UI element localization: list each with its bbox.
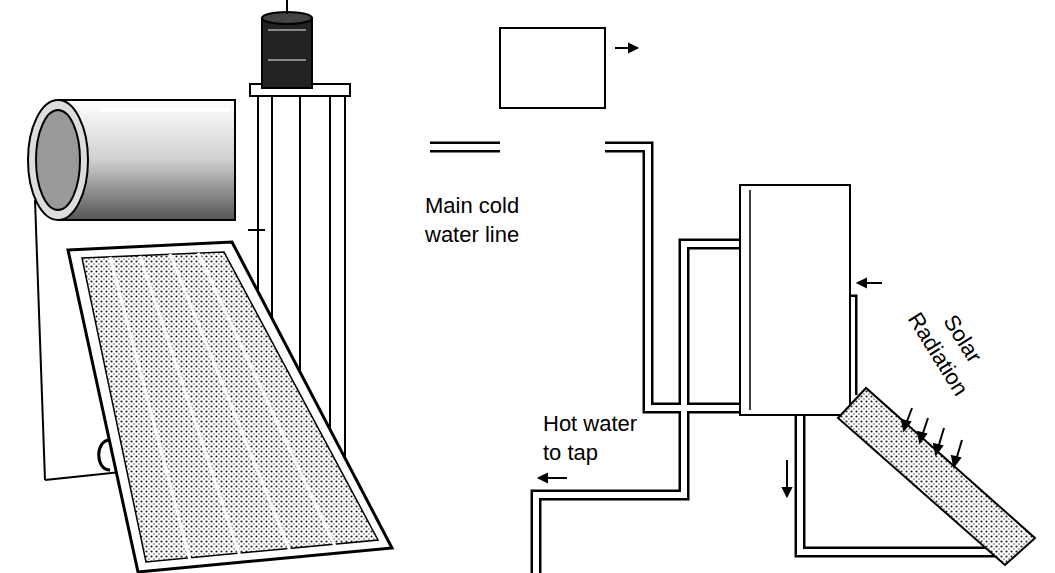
pipe-label: Main cold water line [425,192,550,249]
heater-illustration [28,0,392,572]
schematic [430,28,1035,573]
radiation-label: Solar Radiation [899,289,1000,404]
pipe-label: Hot water to tap [543,410,651,467]
